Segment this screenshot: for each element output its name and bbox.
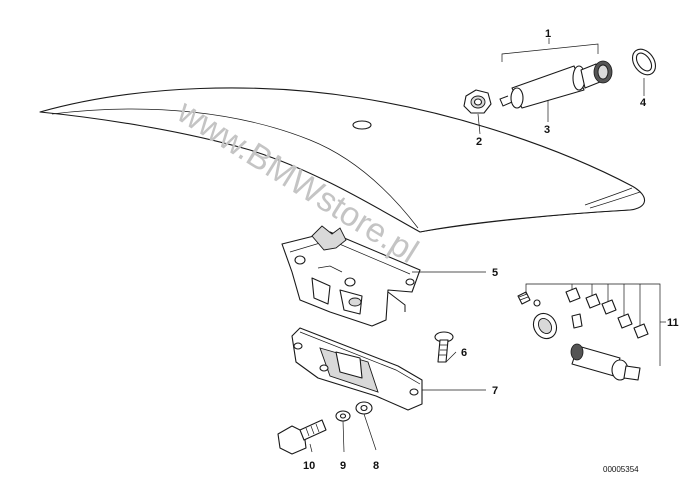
callout-8: 8 [373,460,379,472]
callout-3: 3 [544,124,550,136]
washer-part-8 [355,401,373,415]
bracket-part-7 [291,327,423,411]
lock-cylinder-part-3 [499,60,613,109]
leader-lines [309,38,666,453]
nut-part-2 [463,89,492,114]
bolt-part-10 [277,419,327,455]
drawing-number: 00005354 [603,465,639,474]
callout-6: 6 [461,347,467,359]
screw-part-6 [434,331,454,363]
callout-10: 10 [303,460,315,472]
callout-2: 2 [476,136,482,148]
lock-kit-part-11 [517,283,661,381]
lock-washer-part-9 [335,410,351,422]
latch-part-5 [281,225,421,327]
callout-7: 7 [492,385,498,397]
callouts: 1 2 3 4 5 6 7 8 9 10 11 [303,28,679,472]
callout-11: 11 [667,317,679,329]
callout-1: 1 [545,28,551,40]
callout-4: 4 [640,97,647,109]
callout-5: 5 [492,267,498,279]
lock-hole [352,120,372,130]
callout-9: 9 [340,460,346,472]
ring-part-4 [631,48,657,76]
trunk-lid [39,87,646,233]
